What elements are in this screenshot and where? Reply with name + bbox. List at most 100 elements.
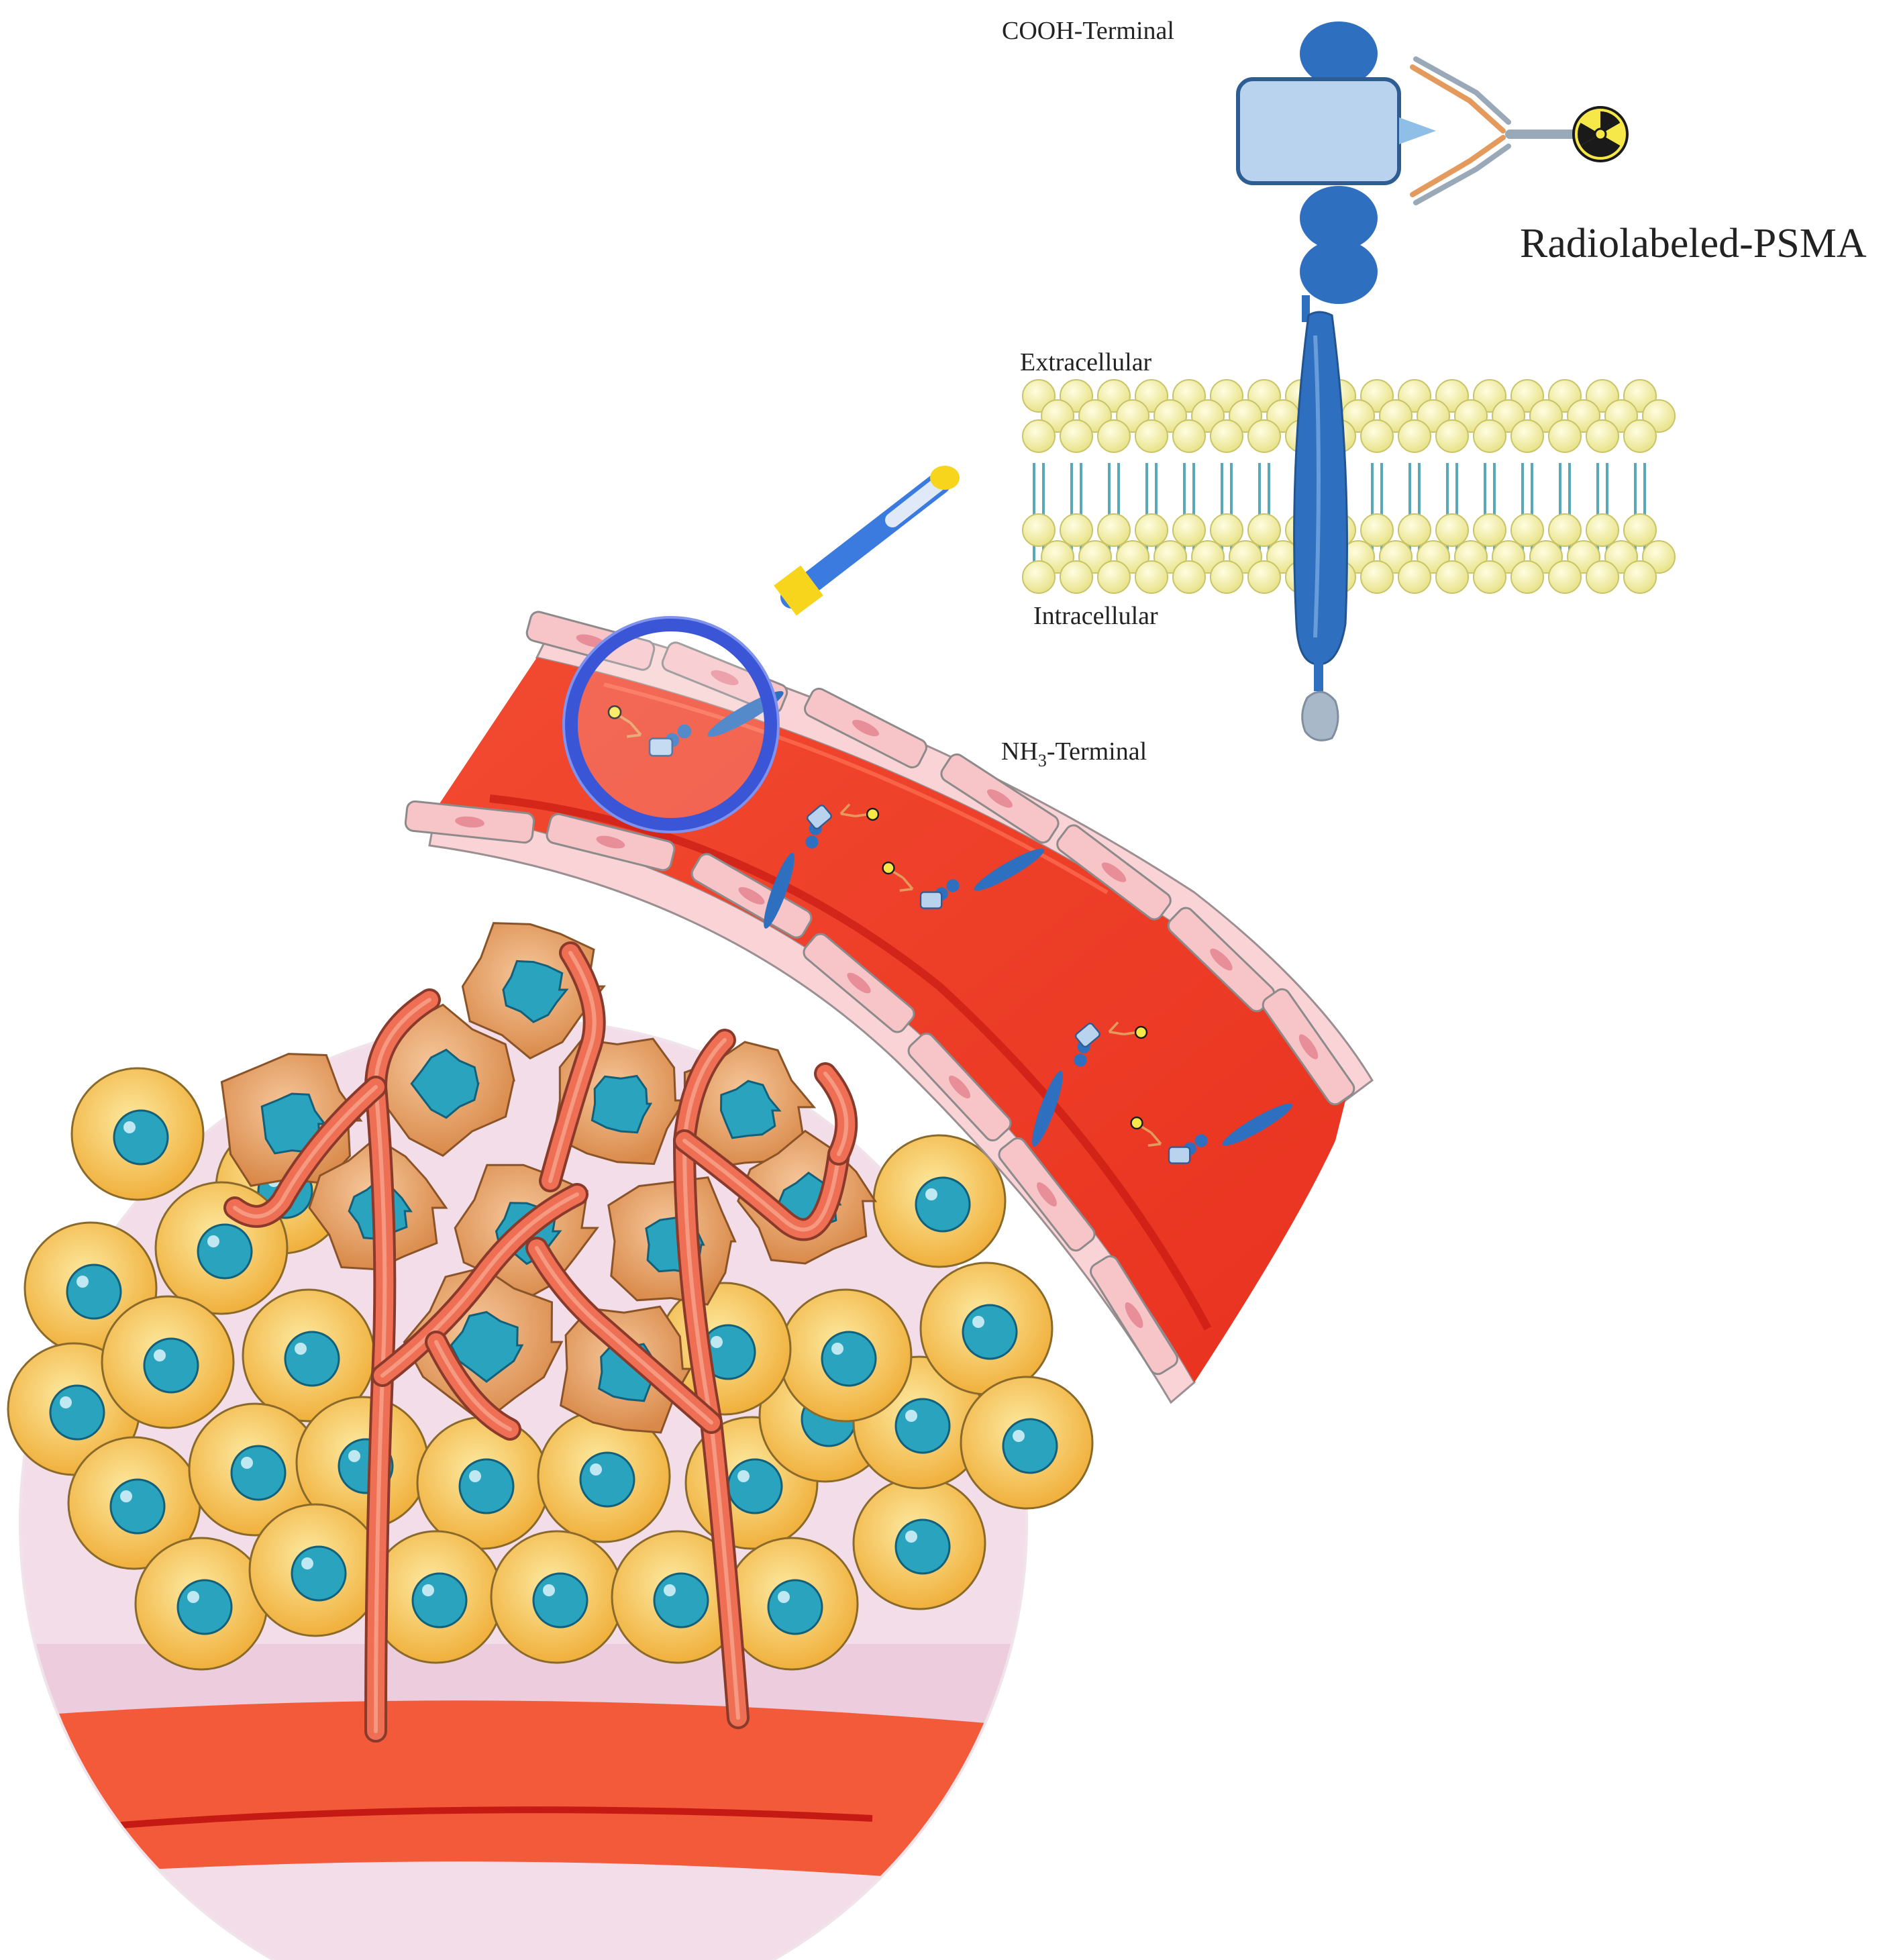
nucleus [143, 1337, 199, 1394]
psma-domain [1194, 1134, 1208, 1147]
nucleus [66, 1263, 122, 1320]
psma-stalk [1032, 1070, 1063, 1147]
lipid-head [1398, 560, 1431, 594]
circulating-psma-complexes [607, 690, 1293, 1164]
lipid-head [1623, 513, 1657, 547]
nucleus [197, 1223, 253, 1280]
tumor-vessel-highlight [233, 1085, 378, 1219]
psma-box [1168, 1146, 1191, 1164]
nucleolus [711, 1336, 723, 1348]
lipid-head [1548, 560, 1582, 594]
lipid-head [1247, 560, 1281, 594]
lipid-tail [1258, 463, 1270, 517]
radiolabeled-psma-label: Radiolabeled-PSMA [1520, 221, 1867, 266]
nucleus [458, 1458, 515, 1514]
lipid-head [1247, 513, 1281, 547]
nucleolus [905, 1410, 917, 1422]
lipid-tail [1596, 463, 1608, 517]
tumor-vessel-highlight [380, 1192, 579, 1378]
lipid-head [1022, 560, 1056, 594]
nucleolus [1013, 1430, 1025, 1442]
lipid-head [1473, 560, 1506, 594]
psma-complex [1032, 1021, 1148, 1147]
nh3-suffix: -Terminal [1047, 737, 1147, 766]
lipid-head [1172, 513, 1206, 547]
tumor-vessel-highlight [548, 951, 597, 1183]
lipid-head [1398, 419, 1431, 453]
lipid-head [1510, 560, 1544, 594]
nh3-prefix: NH [1001, 737, 1038, 766]
tumor-vessel-highlight [535, 1246, 713, 1425]
lipid-head [1097, 419, 1131, 453]
psma-box [1075, 1023, 1100, 1048]
nucleolus [123, 1121, 136, 1133]
lipid-head [1172, 419, 1206, 453]
lipid-tail [1183, 463, 1195, 517]
nucleolus [664, 1584, 676, 1596]
tumor-nucleus [591, 1074, 653, 1134]
psma-domain [677, 724, 692, 739]
psma-box [807, 805, 832, 830]
antibody-arm [1140, 1125, 1162, 1147]
lipid-head [1360, 560, 1394, 594]
lipid-head [1473, 513, 1506, 547]
antibody-arm [1108, 1021, 1137, 1036]
endothelial-nucleus [711, 670, 739, 686]
intracellular-tail [1301, 690, 1339, 741]
lipid-head [1172, 560, 1206, 594]
psma-domain [805, 835, 819, 849]
lipid-tail [1145, 463, 1158, 517]
cooh-terminal-label: COOH-Terminal [1002, 17, 1174, 45]
lipid-head [1060, 560, 1093, 594]
nucleolus [295, 1343, 307, 1355]
lipid-head [1097, 513, 1131, 547]
lipid-tail [1408, 463, 1421, 517]
nucleus [1002, 1418, 1058, 1474]
endothelial-nucleus [596, 835, 625, 849]
lipid-head [1022, 513, 1056, 547]
tumor-vessel-highlight [682, 1139, 841, 1232]
nucleolus [187, 1591, 199, 1603]
nucleus [962, 1304, 1018, 1360]
endothelial-nucleus [852, 719, 879, 737]
nucleus [727, 1458, 783, 1514]
endothelial-nucleus [1101, 862, 1127, 882]
endothelial-nucleus [576, 634, 605, 648]
extracellular-label: Extracellular [1020, 348, 1152, 376]
nucleus [109, 1478, 166, 1535]
lipid-tail [1446, 463, 1458, 517]
lipid-head [1210, 560, 1243, 594]
nucleolus [60, 1396, 72, 1408]
nucleolus [543, 1584, 555, 1596]
lipid-head [1210, 513, 1243, 547]
nucleolus [905, 1531, 917, 1543]
psma-box [919, 891, 943, 909]
radiation-icon [1134, 1025, 1148, 1039]
nucleolus [207, 1235, 219, 1247]
radiolabeled-antibody [1410, 56, 1629, 205]
psma-stalk [974, 848, 1045, 891]
psma-complex [1130, 1103, 1293, 1164]
nucleolus [348, 1450, 360, 1462]
nucleolus [76, 1276, 89, 1288]
tumor-nucleus [450, 1310, 524, 1383]
nh3-subscript: 3 [1038, 751, 1047, 770]
lipid-head [1623, 419, 1657, 453]
lipid-head [1586, 513, 1619, 547]
nucleolus [925, 1188, 937, 1200]
lipid-tail [1559, 463, 1571, 517]
lipid-head [1135, 513, 1168, 547]
lipid-tail [1371, 463, 1383, 517]
lipid-head [1135, 560, 1168, 594]
radiation-icon [1130, 1116, 1143, 1130]
antibody-arm [892, 870, 914, 892]
nucleus [176, 1579, 233, 1635]
antibody-arm [839, 803, 868, 818]
endothelial-nucleus [1125, 1302, 1143, 1329]
psma-extracellular-box [1236, 77, 1401, 185]
nucleolus [831, 1343, 843, 1355]
endothelial-nucleus [455, 816, 484, 828]
psma-stalk [1222, 1103, 1293, 1146]
nucleolus [469, 1470, 481, 1482]
nucleus [821, 1331, 877, 1387]
